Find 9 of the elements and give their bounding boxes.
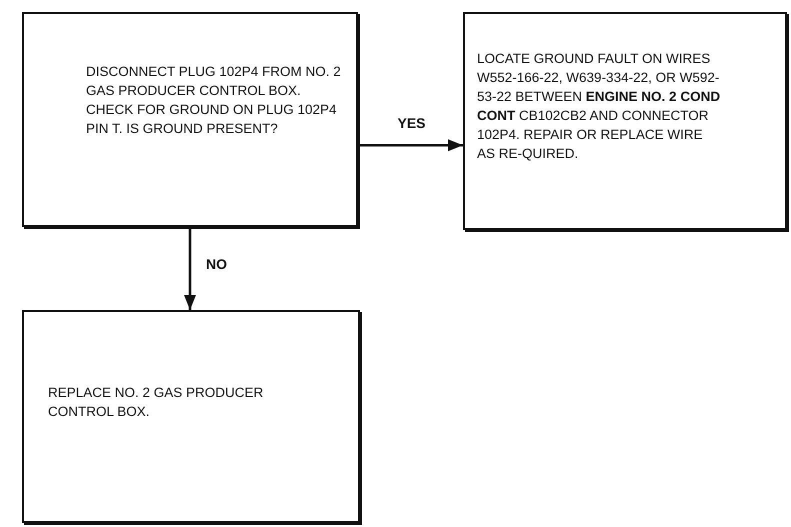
box-text: DISCONNECT PLUG 102P4 FROM NO. 2 GAS PRODUCER CONTROL BOX. CHECK FOR GROUND ON PLUG 102P4 PIN T. IS GROUND PRESENT? xyxy=(86,62,342,138)
process-box xyxy=(463,12,787,230)
arrow xyxy=(360,139,463,152)
box-text: REPLACE NO. 2 GAS PRODUCER CONTROL BOX. xyxy=(48,384,264,420)
arrow xyxy=(184,229,196,310)
process-box xyxy=(22,310,360,523)
process-box xyxy=(22,12,358,227)
edge-label: YES xyxy=(396,115,428,132)
box-text: LOCATE GROUND FAULT ON WIRES W552-166-22, W639-334-22, OR W592-53-22 BETWEEN ENGINE NO. 2 COND CONT CB102CB2 AND CONNECTOR 102P4. REPAIR OR REPLACE WIRE AS RE-QUIRED. xyxy=(477,50,721,163)
